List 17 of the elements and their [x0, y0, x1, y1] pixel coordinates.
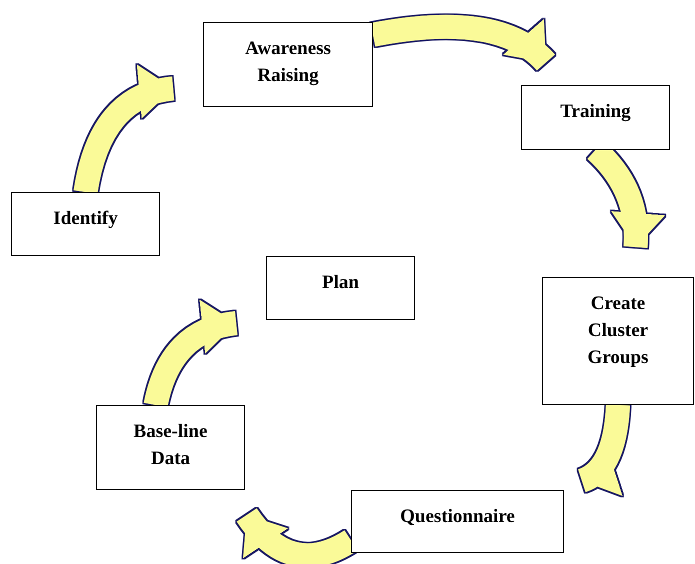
- process-box: [11, 192, 160, 256]
- curved-block-arrow: [144, 302, 238, 408]
- curved-block-arrow: [74, 66, 175, 194]
- process-box: [96, 405, 245, 490]
- process-box: [351, 490, 564, 553]
- curved-block-arrow: [370, 14, 554, 71]
- box-label: Training: [560, 100, 631, 124]
- box-label: Questionnaire: [400, 505, 515, 529]
- box-label: Create Cluster Groups: [586, 292, 650, 370]
- box-label: Plan: [322, 271, 359, 295]
- process-box: [521, 85, 670, 150]
- box-label: Awareness Raising: [244, 37, 332, 88]
- process-box: [203, 22, 373, 107]
- process-box: [542, 277, 694, 405]
- box-label: Base-line Data: [132, 420, 208, 471]
- process-box: [266, 256, 415, 320]
- box-label: Identify: [53, 207, 118, 231]
